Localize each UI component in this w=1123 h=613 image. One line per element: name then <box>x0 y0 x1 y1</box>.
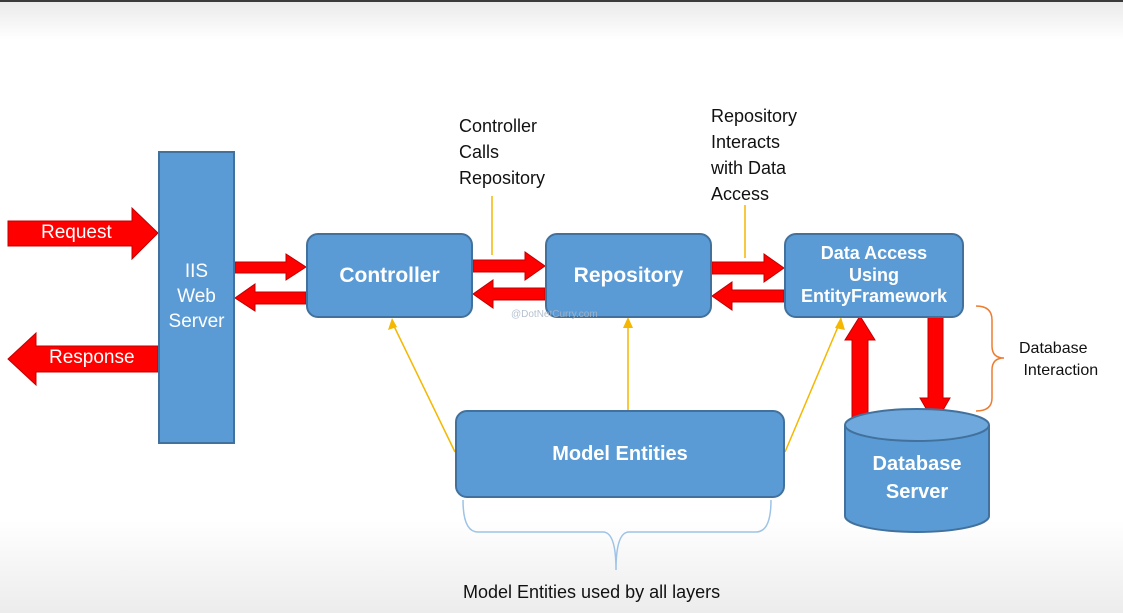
repository-to-controller-arrow <box>472 279 546 309</box>
iis-web-server-label: IIS Web Server <box>168 261 225 332</box>
model-entities-box: Model Entities <box>455 410 785 498</box>
response-arrow <box>7 331 159 387</box>
model-to-dataaccess-connector <box>784 317 845 453</box>
model-entities-caption: Model Entities used by all layers <box>463 582 721 602</box>
database-cylinder <box>844 408 990 533</box>
request-label: Request <box>41 222 112 243</box>
database-interaction-brace <box>975 305 1005 412</box>
controller-box: Controller <box>306 233 473 318</box>
dataaccess-to-repository-arrow <box>711 281 785 311</box>
iis-web-server-box: IIS Web Server <box>158 151 235 444</box>
watermark: @DotNetCurry.com <box>511 309 598 320</box>
dataaccess-to-database-arrow <box>919 315 951 426</box>
data-access-label: Data Access Using EntityFramework <box>800 242 948 307</box>
model-to-repository-connector <box>623 317 633 410</box>
database-interaction-note: Database Interaction <box>1019 340 1099 380</box>
request-arrow <box>7 206 159 261</box>
repository-to-dataaccess-arrow <box>711 253 785 283</box>
controller-label: Controller <box>339 263 440 287</box>
iis-to-controller-arrow <box>234 253 307 281</box>
data-access-box: Data Access Using EntityFramework <box>784 233 964 318</box>
repository-interacts-note: Repository Interacts with Data Access <box>711 106 798 205</box>
controller-to-repository-arrow <box>472 251 546 281</box>
response-label: Response <box>49 347 135 368</box>
model-to-controller-connector <box>388 318 456 453</box>
model-entities-brace <box>462 499 772 571</box>
repository-label: Repository <box>573 263 684 287</box>
top-border <box>0 0 1123 2</box>
model-entities-label: Model Entities <box>552 442 688 465</box>
database-to-dataaccess-arrow <box>844 315 876 424</box>
controller-to-iis-arrow <box>234 283 307 312</box>
database-server-label: Database Server <box>872 453 962 503</box>
controller-calls-note: Controller Calls Repository <box>459 116 546 189</box>
repository-box: Repository <box>545 233 712 318</box>
